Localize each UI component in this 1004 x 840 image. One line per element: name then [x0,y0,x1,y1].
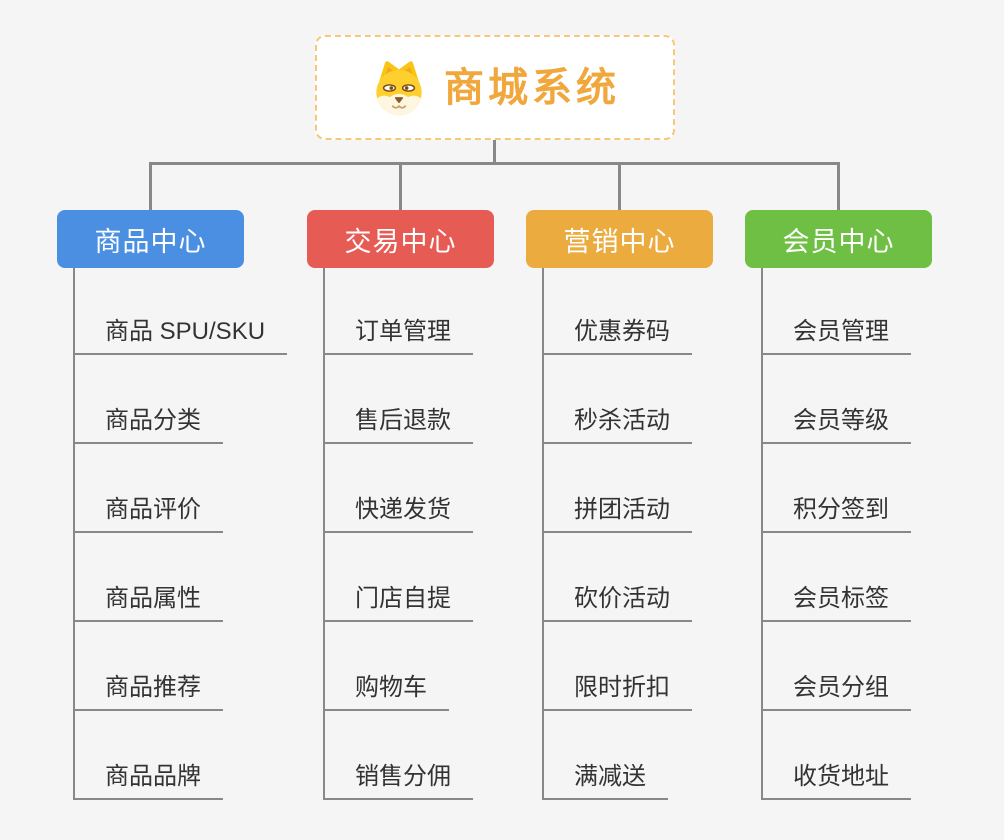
branch-header-member-center[interactable]: 会员中心 [745,210,932,268]
mindmap-item[interactable]: 商品 SPU/SKU [73,317,288,355]
mindmap-item[interactable]: 积分签到 [761,495,911,533]
branch-product-center: 商品中心 商品 SPU/SKU 商品分类 商品评价 商品属性 商品推荐 商品品牌 [57,210,288,800]
mindmap-item[interactable]: 优惠券码 [542,317,692,355]
branch-header-marketing-center[interactable]: 营销中心 [526,210,713,268]
mindmap-item[interactable]: 限时折扣 [542,673,692,711]
mindmap-item[interactable]: 销售分佣 [323,762,473,800]
mindmap-item[interactable]: 商品属性 [73,584,223,622]
connector-drop-marketing [618,162,621,210]
connector-drop-product [149,162,152,210]
mindmap-item[interactable]: 收货地址 [761,762,911,800]
branch-trade-center: 交易中心 订单管理 售后退款 快递发货 门店自提 购物车 销售分佣 [307,210,494,800]
branch-member-center: 会员中心 会员管理 会员等级 积分签到 会员标签 会员分组 收货地址 [745,210,932,800]
connector-bus [149,162,840,165]
mindmap-item[interactable]: 砍价活动 [542,584,692,622]
connector-trunk [73,268,75,800]
mindmap-item[interactable]: 满减送 [542,762,668,800]
root-title: 商城系统 [444,65,620,110]
mindmap-item[interactable]: 购物车 [323,673,449,711]
mindmap-item[interactable]: 商品分类 [73,406,223,444]
mindmap-item[interactable]: 商品品牌 [73,762,223,800]
connector-trunk [761,268,763,800]
mindmap-item[interactable]: 会员标签 [761,584,911,622]
connector-trunk [542,268,544,800]
mindmap-item[interactable]: 商品评价 [73,495,223,533]
mindmap-item[interactable]: 秒杀活动 [542,406,692,444]
connector-root-drop [493,140,496,164]
branch-header-trade-center[interactable]: 交易中心 [307,210,494,268]
branch-marketing-center: 营销中心 优惠券码 秒杀活动 拼团活动 砍价活动 限时折扣 满减送 [526,210,713,800]
mindmap-item[interactable]: 订单管理 [323,317,473,355]
mindmap-item[interactable]: 拼团活动 [542,495,692,533]
branch-header-product-center[interactable]: 商品中心 [57,210,244,268]
mindmap-item[interactable]: 快递发货 [323,495,473,533]
root-node[interactable]: 商城系统 [315,35,675,140]
mindmap-item[interactable]: 商品推荐 [73,673,223,711]
connector-drop-member [837,162,840,210]
mindmap-item[interactable]: 门店自提 [323,584,473,622]
mindmap-item[interactable]: 售后退款 [323,406,473,444]
shiba-dog-icon [376,60,422,115]
connector-drop-trade [399,162,402,210]
mindmap-item[interactable]: 会员管理 [761,317,911,355]
connector-trunk [323,268,325,800]
mindmap-item[interactable]: 会员等级 [761,406,911,444]
mindmap-item[interactable]: 会员分组 [761,673,911,711]
